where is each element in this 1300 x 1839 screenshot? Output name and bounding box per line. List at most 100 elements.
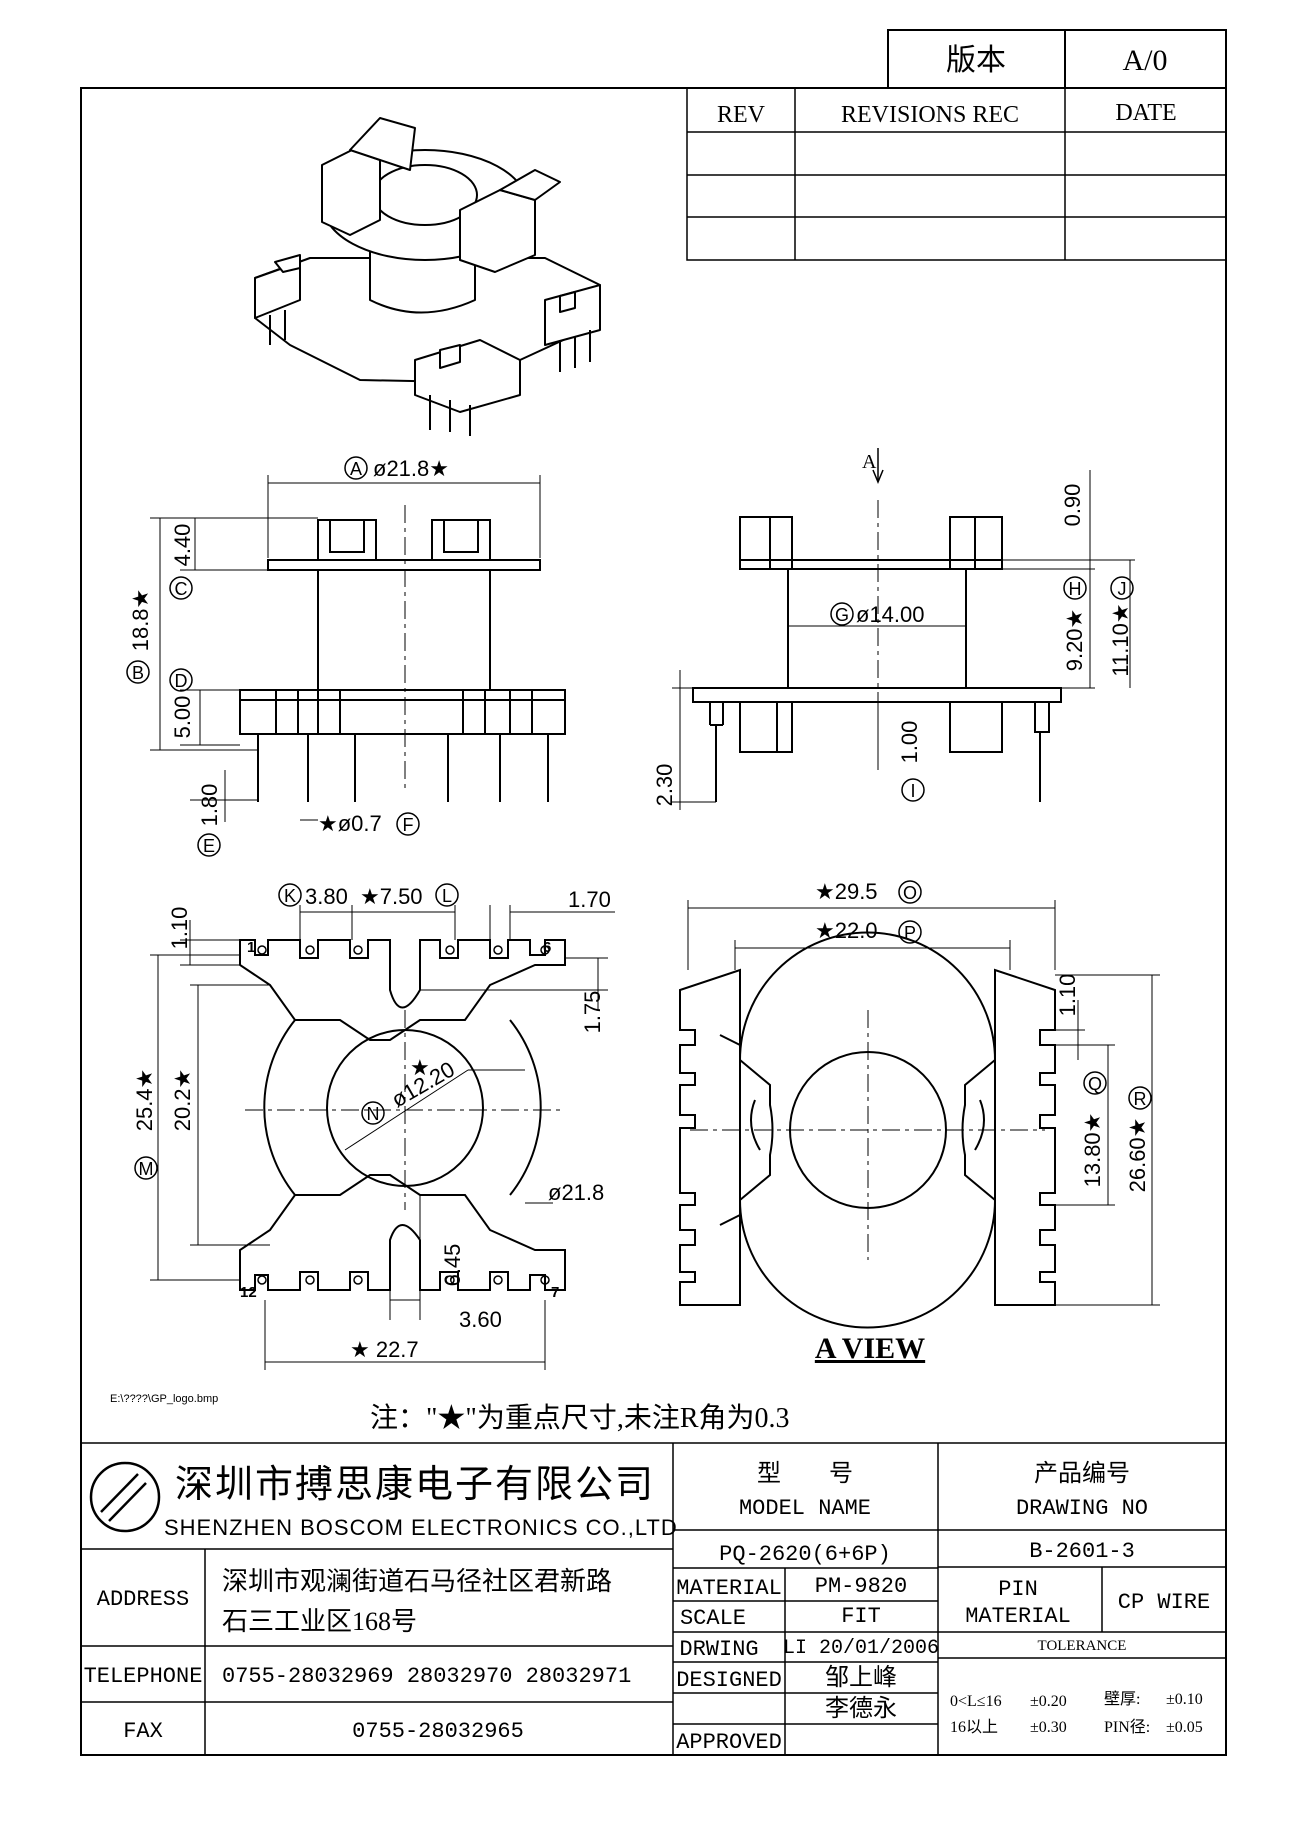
drwing-value: LI 20/01/2006 <box>783 1637 939 1660</box>
pin-material-value: CP WIRE <box>1118 1590 1210 1615</box>
side-dimension-lines <box>672 470 1135 810</box>
pin-material-label-1: PIN <box>998 1577 1038 1602</box>
revision-header-date: DATE <box>1115 100 1176 126</box>
dim-value-N-star: ★ <box>410 1055 430 1080</box>
dim-value-top: 0.90 <box>1060 484 1085 527</box>
dim-marker-N <box>361 1101 385 1125</box>
a-view-dimension-lines <box>687 900 1160 1306</box>
dim-value-A: ø21.8★ <box>373 456 449 481</box>
dim-marker-H <box>1063 576 1087 600</box>
designed-label: DESIGNED <box>676 1668 782 1693</box>
approved-value: 李德永 <box>825 1695 897 1722</box>
address-label: ADDRESS <box>97 1587 189 1612</box>
tolerance-row1-wall-value: ±0.10 <box>1166 1691 1203 1708</box>
tolerance-row1-value: ±0.20 <box>1030 1693 1067 1710</box>
dim-marker-P <box>898 920 922 944</box>
tolerance-row1-wall: 壁厚: <box>1104 1689 1140 1708</box>
pin-number-6: 6 <box>543 939 551 956</box>
dim-value-width: ★ 22.7 <box>350 1337 419 1362</box>
drawing-no-label-en: DRAWING NO <box>1016 1496 1148 1521</box>
dim-value-D: 5.00 <box>170 696 195 739</box>
dim-value-left-top: 1.10 <box>167 907 192 950</box>
dim-marker-Q-letter: Q <box>1088 1074 1102 1094</box>
dim-marker-G-letter: G <box>835 605 849 625</box>
revision-header-rev: REV <box>717 102 766 128</box>
pin-number-7: 7 <box>551 1284 559 1301</box>
pin-number-1: 1 <box>247 939 255 956</box>
isometric-pins <box>269 310 591 436</box>
dim-value-right-slot: 1.75 <box>580 991 605 1034</box>
dim-marker-E <box>197 833 221 857</box>
dim-marker-D <box>169 668 193 692</box>
dim-value-F: ★ø0.7 <box>318 811 382 836</box>
revision-table <box>686 87 1227 261</box>
material-value: PM-9820 <box>815 1574 907 1599</box>
bottom-dimension-lines <box>150 905 615 1370</box>
dim-marker-A-letter: A <box>350 459 362 479</box>
version-box <box>887 29 1227 89</box>
dim-value-K: 3.80 <box>305 884 348 909</box>
dim-value-M: 25.4★ <box>132 1069 157 1132</box>
file-path: E:\????\GP_logo.bmp <box>110 1393 218 1405</box>
dim-marker-C-letter: C <box>175 579 188 599</box>
title-block-grid <box>81 1442 1226 1755</box>
model-label-cn: 型 号 <box>757 1460 853 1487</box>
dim-marker-N-letter: N <box>367 1104 380 1124</box>
dim-value-I: 1.00 <box>897 721 922 764</box>
dim-marker-G <box>830 602 854 626</box>
isometric-view <box>254 117 601 413</box>
tolerance-row2-value: ±0.30 <box>1030 1719 1067 1736</box>
company-name-cn: 深圳市搏思康电子有限公司 <box>175 1464 655 1506</box>
dim-value-G: ø14.00 <box>856 602 925 627</box>
dim-marker-F <box>396 812 420 836</box>
dim-value-P: ★22.0 <box>815 918 878 943</box>
dim-value-outer: ø21.8 <box>548 1180 604 1205</box>
telephone-value: 0755-28032969 28032970 28032971 <box>222 1664 631 1689</box>
tolerance-row2-pin: PIN径: <box>1104 1718 1150 1736</box>
revision-header-rec: REVISIONS REC <box>841 102 1019 128</box>
dim-marker-K-letter: K <box>284 886 296 906</box>
dim-marker-L <box>435 883 459 907</box>
dim-value-L: ★7.50 <box>360 884 423 909</box>
fax-value: 0755-28032965 <box>352 1719 524 1744</box>
company-name-en: SHENZHEN BOSCOM ELECTRONICS CO.,LTD <box>164 1515 678 1540</box>
approved-label: APPROVED <box>676 1730 782 1755</box>
address-line2: 石三工业区168号 <box>222 1607 417 1636</box>
dim-value-slot-h: 6.45 <box>440 1244 465 1287</box>
dim-value-O: ★29.5 <box>815 879 878 904</box>
dim-value-right-top: 1.70 <box>568 887 611 912</box>
bottom-view-body <box>239 939 566 1291</box>
dim-marker-Q <box>1083 1071 1107 1095</box>
dim-marker-C <box>169 576 193 600</box>
designed-value: 邹上峰 <box>825 1664 897 1691</box>
pin-number-12: 12 <box>240 1284 257 1301</box>
dim-marker-L-letter: L <box>442 886 452 906</box>
version-value: A/0 <box>1123 44 1168 77</box>
drawing-no-value: B-2601-3 <box>1029 1539 1135 1564</box>
tolerance-label: TOLERANCE <box>1038 1638 1127 1654</box>
dim-marker-O-letter: O <box>903 883 917 903</box>
front-dimension-lines <box>150 475 541 822</box>
version-label: 版本 <box>946 44 1006 77</box>
sheet-border <box>80 87 1227 1756</box>
dim-value-B: 18.8★ <box>128 589 153 652</box>
dim-marker-A <box>344 456 368 480</box>
dim-value-C: 4.40 <box>170 524 195 567</box>
dim-marker-B <box>126 660 150 684</box>
dim-marker-H-letter: H <box>1069 579 1082 599</box>
side-arrow-head <box>872 469 884 484</box>
pin-material-label-2: MATERIAL <box>965 1604 1071 1629</box>
dim-marker-J-letter: J <box>1118 579 1127 599</box>
dim-value-slot-w: 3.60 <box>459 1307 502 1332</box>
dim-marker-F-letter: F <box>403 815 414 835</box>
side-view-body <box>692 516 1062 802</box>
drawing-no-label-cn: 产品编号 <box>1034 1460 1130 1487</box>
tolerance-row2-pin-value: ±0.05 <box>1166 1719 1203 1736</box>
dim-value-E: 1.80 <box>197 784 222 827</box>
dim-marker-R-letter: R <box>1134 1089 1147 1109</box>
dim-marker-P-letter: P <box>904 923 916 943</box>
address-line1: 深圳市观澜街道石马径社区君新路 <box>222 1567 612 1596</box>
fax-label: FAX <box>123 1719 163 1744</box>
dim-marker-M-letter: M <box>139 1159 154 1179</box>
